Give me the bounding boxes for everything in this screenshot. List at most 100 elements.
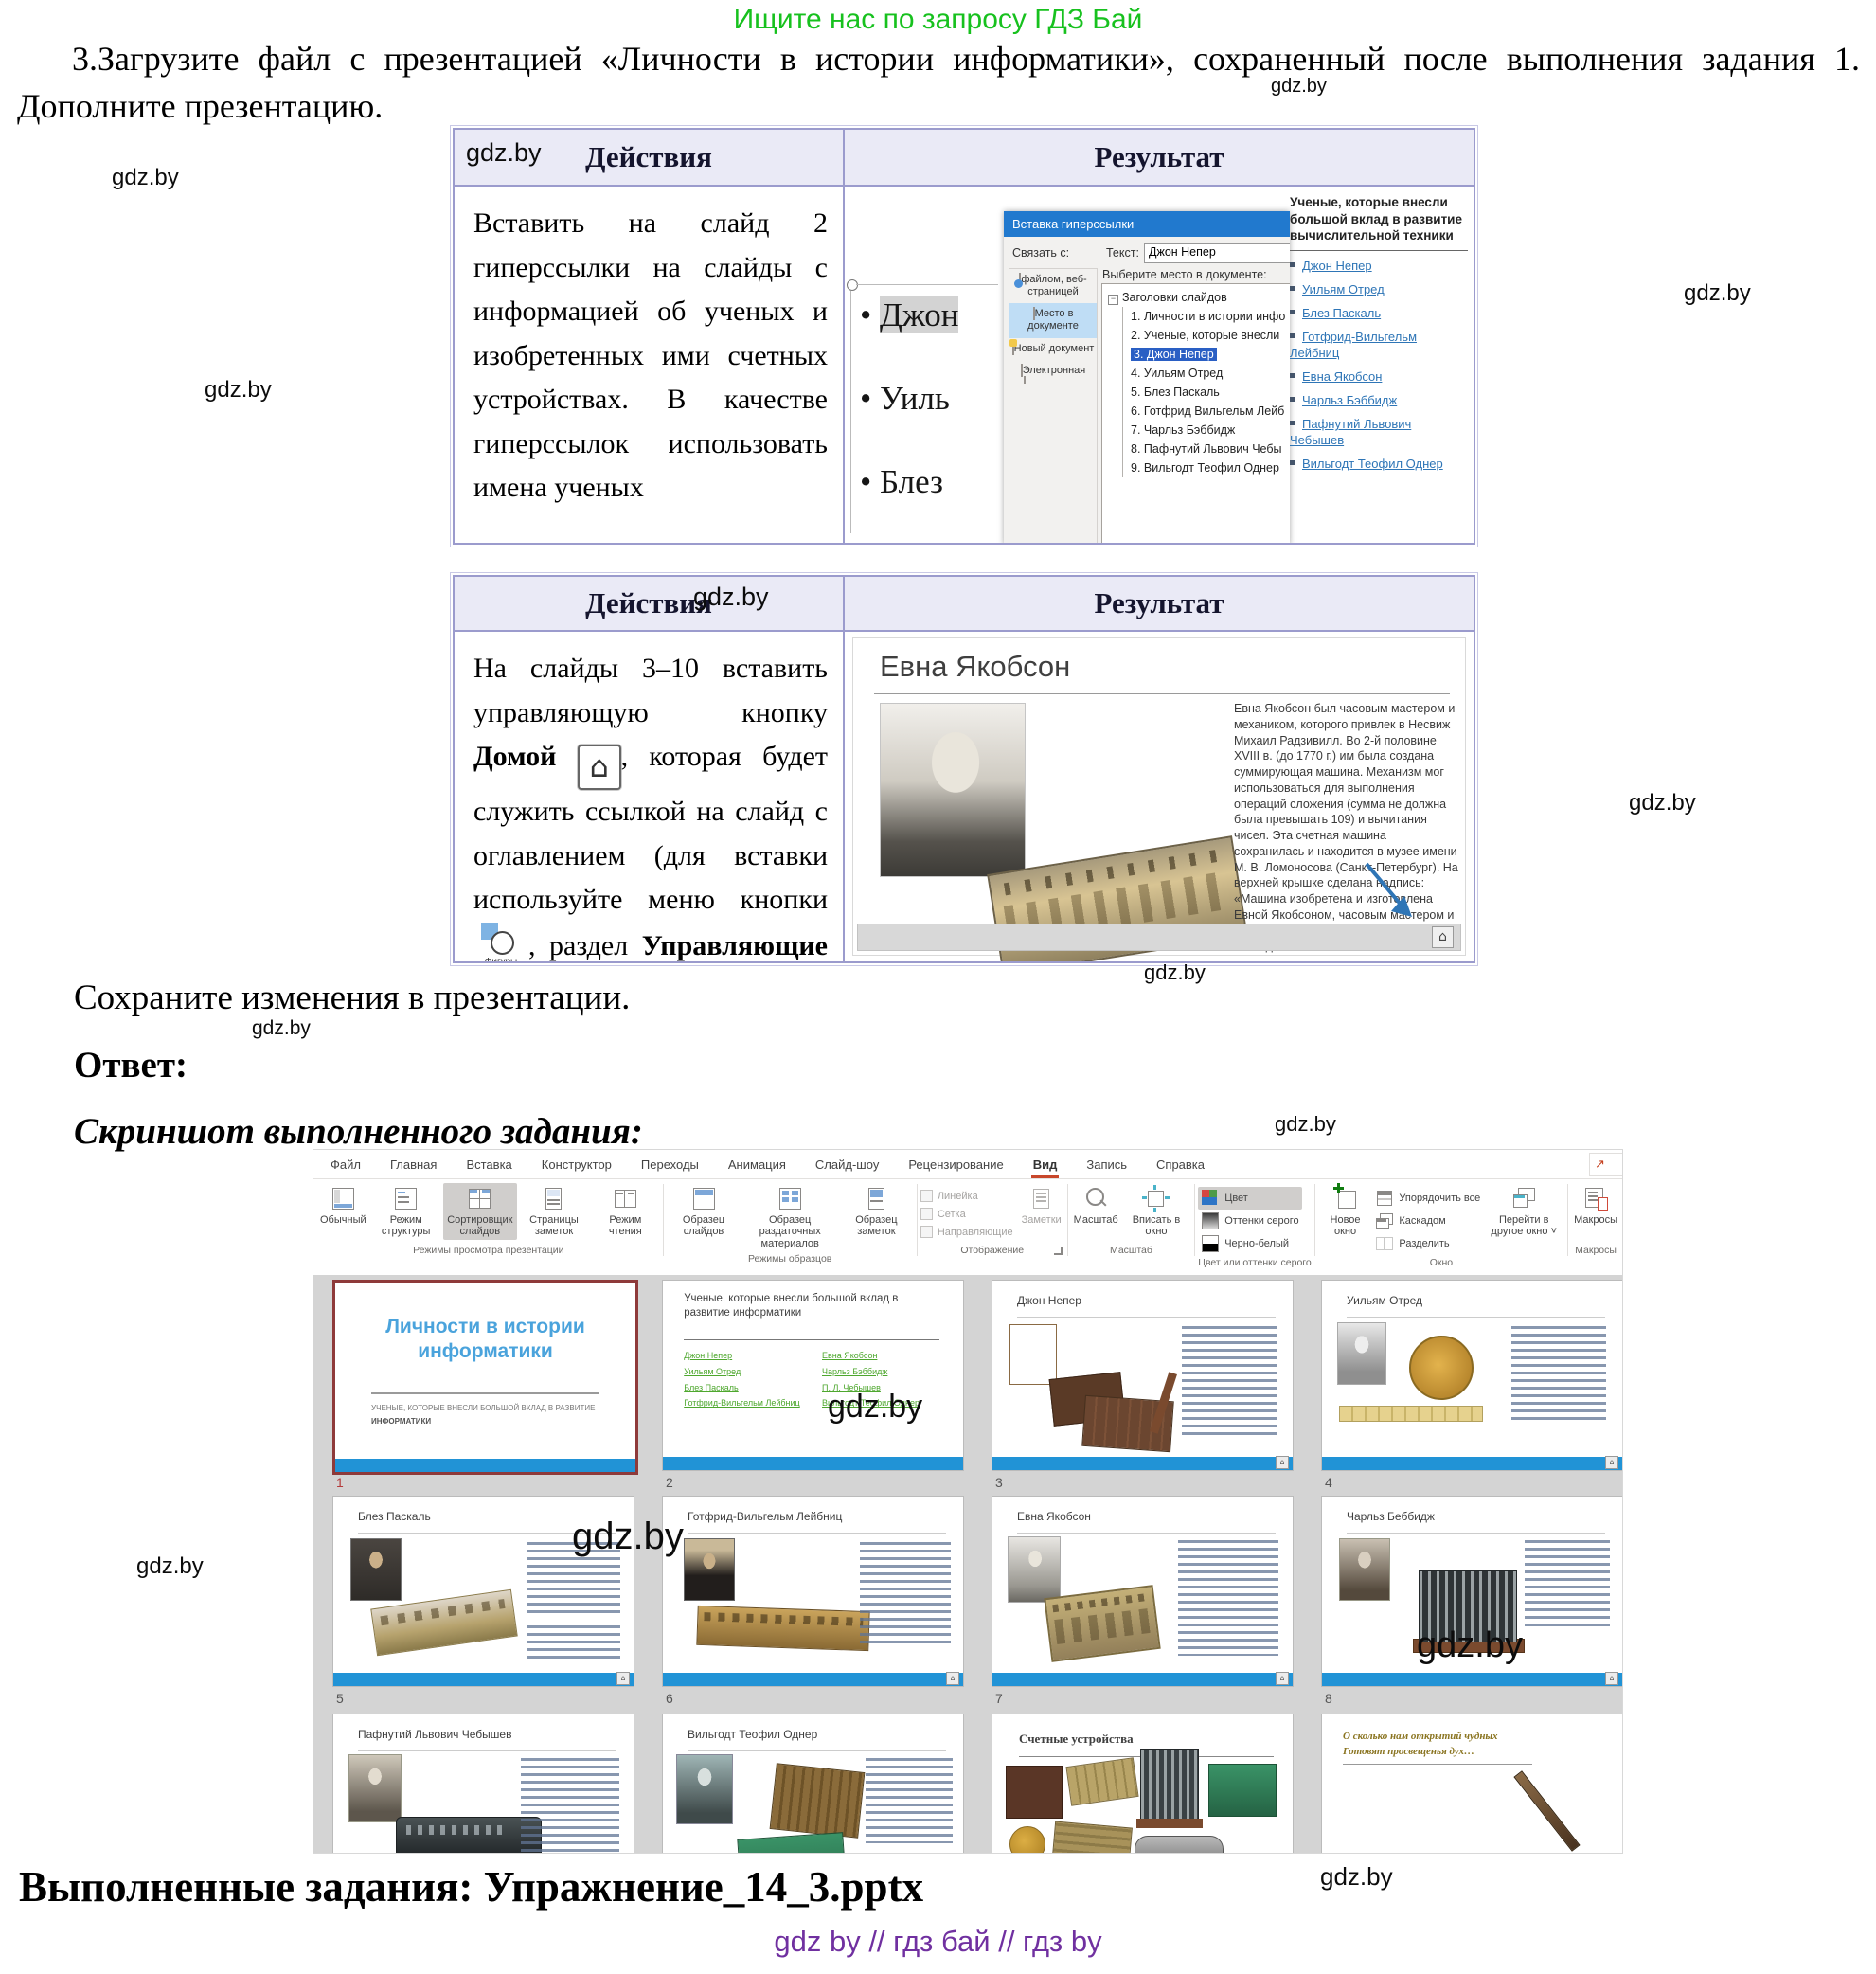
tab-animations[interactable]: Анимация: [727, 1157, 786, 1172]
engine-image: [1140, 1749, 1199, 1822]
share-icon[interactable]: ↗: [1589, 1153, 1622, 1176]
hyperlink[interactable]: Уильям Отред: [1302, 281, 1385, 296]
slide-thumb-2[interactable]: Ученые, которые внесли большой вклад в р…: [662, 1280, 964, 1471]
watermark: gdz.by: [1144, 960, 1206, 984]
normal-view-button[interactable]: Обычный: [317, 1183, 369, 1228]
tab-review[interactable]: Рецензирование: [908, 1157, 1004, 1172]
hyperlink[interactable]: Готфрид-Вильгельм Лейбниц: [1290, 330, 1418, 360]
slide-body-text: Евна Якобсон был часовым мастером и меха…: [1234, 702, 1458, 953]
green-link[interactable]: Евна Якобсон: [822, 1351, 878, 1360]
cascade-button[interactable]: Каскадом: [1372, 1210, 1483, 1232]
sidebar-item-file-webpage[interactable]: файлом, веб-страницей: [1009, 269, 1097, 303]
color-button-selected[interactable]: Цвет: [1198, 1187, 1302, 1210]
sidebar-item-place-in-document[interactable]: Место в документе: [1009, 303, 1097, 338]
calculator-image: [737, 1832, 847, 1853]
hyperlink[interactable]: Блез Паскаль: [1302, 306, 1382, 321]
shapes-menu-icon: Фигуры˅: [473, 922, 528, 961]
jacobson-portrait: [880, 703, 1026, 877]
zoom-button[interactable]: Масштаб: [1071, 1183, 1121, 1228]
tree-root[interactable]: −Заголовки слайдов: [1108, 288, 1290, 307]
slide-thumb-10[interactable]: Вильгодт Теофил Однер: [662, 1714, 964, 1853]
tab-file[interactable]: Файл: [331, 1157, 361, 1172]
table1-header-action: Действия: [454, 129, 844, 186]
black-white-button[interactable]: Черно-белый: [1198, 1232, 1301, 1255]
slide-thumb-4[interactable]: Уильям Отред ⌂: [1321, 1280, 1622, 1471]
tree-item[interactable]: 8. Пафнутий Львович Чебы: [1131, 442, 1282, 456]
watermark: gdz.by: [252, 1017, 311, 1039]
sidebar-item-email[interactable]: Электронная: [1009, 360, 1097, 385]
green-link[interactable]: Вильгодт Теофил Однер: [822, 1398, 920, 1409]
macros-button[interactable]: Макросы: [1571, 1183, 1620, 1228]
dialog-launcher-icon[interactable]: [1053, 1247, 1063, 1255]
sidebar-item-new-document[interactable]: Новый документ: [1009, 338, 1097, 361]
tab-slideshow[interactable]: Слайд-шоу: [814, 1157, 880, 1172]
tab-record[interactable]: Запись: [1086, 1157, 1128, 1172]
green-link[interactable]: Чарльз Бэббидж: [822, 1366, 888, 1376]
disc-image: [1009, 1826, 1045, 1853]
hyperlink[interactable]: Джон Непер: [1302, 258, 1372, 273]
notes-master-button[interactable]: Образец заметок: [839, 1183, 914, 1240]
grid-checkbox[interactable]: Сетка: [920, 1208, 1013, 1220]
tab-help[interactable]: Справка: [1156, 1157, 1206, 1172]
tab-insert[interactable]: Вставка: [466, 1157, 512, 1172]
tree-item-selected[interactable]: 3. Джон Непер: [1131, 345, 1290, 364]
fit-to-window-button[interactable]: Вписать в окно: [1121, 1183, 1192, 1240]
slide-master-button[interactable]: Образец слайдов: [667, 1183, 741, 1240]
hyperlink-text-input[interactable]: Джон Непер: [1144, 243, 1290, 263]
slide-thumb-1-selected[interactable]: Личности в истории информатики Ученые, к…: [332, 1280, 638, 1475]
new-window-button[interactable]: Новое окно: [1318, 1183, 1373, 1240]
slide-thumb-7[interactable]: Евна Якобсон ⌂: [992, 1496, 1294, 1687]
group-zoom: Масштаб Вписать в окно Масштаб: [1071, 1181, 1192, 1259]
tab-design[interactable]: Конструктор: [541, 1157, 612, 1172]
tab-home[interactable]: Главная: [389, 1157, 438, 1172]
slide-thumb-11[interactable]: Счетные устройства: [992, 1714, 1294, 1853]
portrait-image: [1009, 1324, 1057, 1385]
hyperlink[interactable]: Чарльз Бэббидж: [1302, 393, 1398, 408]
tree-item[interactable]: 5. Блез Паскаль: [1131, 386, 1220, 399]
slide-number: 8: [1325, 1691, 1332, 1706]
reading-view-button[interactable]: Режим чтения: [591, 1183, 660, 1240]
tab-view-active[interactable]: Вид: [1031, 1150, 1060, 1178]
slide-thumb-12[interactable]: О сколько нам открытий чудных Готовят пр…: [1321, 1714, 1622, 1853]
outline-view-button[interactable]: Режим структуры: [369, 1183, 443, 1240]
save-note: Сохраните изменения в презентации.: [74, 978, 631, 1017]
green-link[interactable]: П. Л. Чебышев: [822, 1382, 881, 1392]
analytical-engine-image: [1419, 1570, 1517, 1642]
arithmometer-image: [396, 1817, 542, 1853]
notes-button[interactable]: Заметки: [1019, 1183, 1064, 1228]
group-window: Новое окно Упорядочить все Каскадом: [1318, 1181, 1565, 1268]
tab-transitions[interactable]: Переходы: [640, 1157, 699, 1172]
green-link[interactable]: Джон Непер: [684, 1351, 733, 1360]
guides-checkbox[interactable]: Направляющие: [920, 1226, 1013, 1238]
hyperlink[interactable]: Вильгодт Теофил Однер: [1302, 456, 1443, 471]
slide-title: Евна Якобсон: [880, 650, 1071, 683]
green-link[interactable]: Уильям Отред: [684, 1366, 741, 1376]
tree-item[interactable]: 9. Вильгодт Теофил Однер: [1131, 461, 1279, 475]
slide-thumb-9[interactable]: Пафнутий Львович Чебышев: [332, 1714, 634, 1853]
ruler-image: [1339, 1406, 1483, 1422]
hyperlink[interactable]: Пафнутий Львович Чебышев: [1290, 417, 1412, 447]
green-link[interactable]: Готфрид-Вильгельм Лейбниц: [684, 1398, 800, 1409]
switch-windows-button[interactable]: Перейти в другое окно ˅: [1483, 1183, 1564, 1240]
slide-thumb-6[interactable]: Готфрид-Вильгельм Лейбниц ⌂: [662, 1496, 964, 1687]
notes-page-button[interactable]: Страницы заметок: [517, 1183, 591, 1240]
portrait-image: [684, 1538, 735, 1601]
slide-thumb-8[interactable]: Чарльз Беббидж ⌂: [1321, 1496, 1622, 1687]
tree-item[interactable]: 1. Личности в истории инфо: [1131, 310, 1286, 323]
handout-master-button[interactable]: Образец раздаточных материалов: [741, 1183, 839, 1251]
arrange-all-button[interactable]: Упорядочить все: [1372, 1187, 1483, 1210]
home-button-icon[interactable]: ⌂: [1432, 926, 1454, 948]
tree-item[interactable]: 2. Ученые, которые внесли: [1131, 329, 1280, 342]
slide-thumb-5[interactable]: Блез Паскаль ⌂: [332, 1496, 634, 1687]
slide-sorter-button-selected[interactable]: Сортировщик слайдов: [442, 1183, 517, 1240]
ruler-checkbox[interactable]: Линейка: [920, 1190, 1013, 1202]
green-link[interactable]: Блез Паскаль: [684, 1382, 739, 1392]
tree-item[interactable]: 4. Уильям Отред: [1131, 367, 1224, 380]
tree-item[interactable]: 7. Чарльз Бэббидж: [1131, 423, 1236, 437]
tree-item[interactable]: 6. Готфрид Вильгельм Лейб: [1131, 404, 1285, 418]
grayscale-button[interactable]: Оттенки серого: [1198, 1210, 1301, 1232]
cylinder-device-image: [1135, 1836, 1224, 1853]
slide-thumb-3[interactable]: Джон Непер ⌂: [992, 1280, 1294, 1471]
hyperlink[interactable]: Евна Якобсон: [1302, 368, 1383, 384]
